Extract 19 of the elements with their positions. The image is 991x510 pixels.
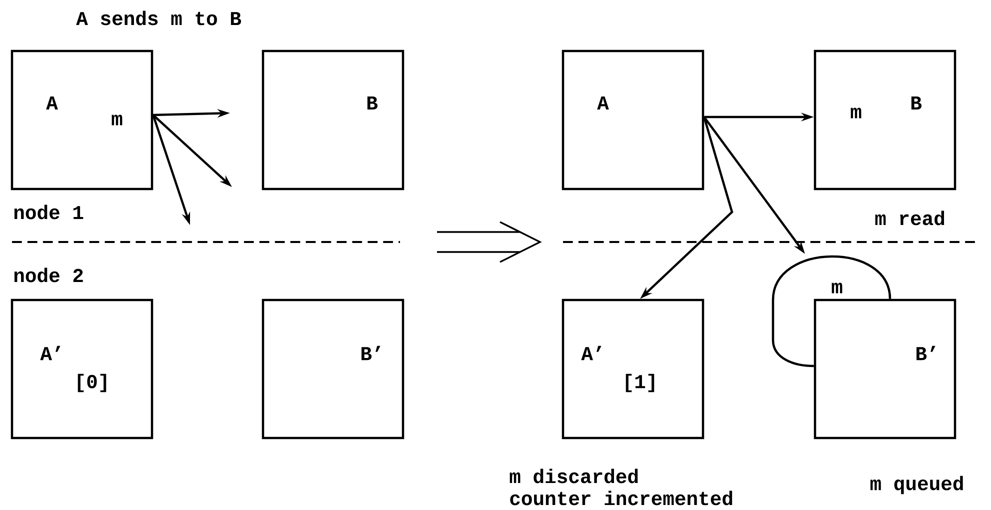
status-note: m discarded [510,468,638,484]
box-label: B’ [916,346,936,360]
box-label: B [367,96,378,110]
box-label: A [46,96,58,110]
box-label: m [850,108,862,118]
box-label: B’ [362,346,380,360]
box-label: A’ [40,346,60,360]
status-note: m read [875,210,944,226]
loop-line [772,255,892,368]
box-label: A’ [581,346,602,360]
edge-label: m [832,282,842,294]
box-label: m [112,114,122,126]
status-note: m queued [870,476,963,494]
box-label: [1] [626,374,654,392]
box-label: A [597,96,609,110]
box-label: [0] [78,374,106,392]
title: A sends m to B [76,10,242,26]
status-note: counter incremented [510,490,732,506]
box-label: B [911,96,922,110]
